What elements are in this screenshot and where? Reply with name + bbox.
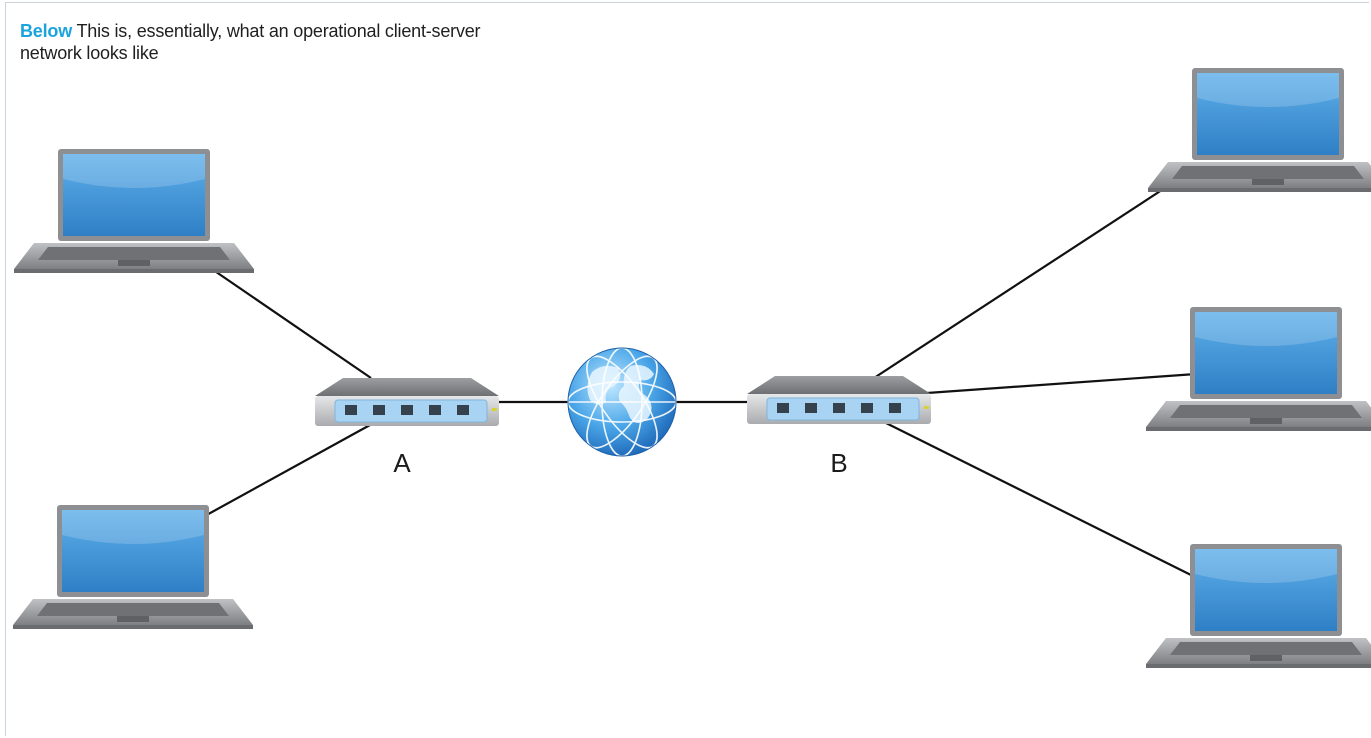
link-laptop1-hubA xyxy=(205,264,372,379)
caption-text: This is, essentially, what an operationa… xyxy=(20,21,481,63)
caption-lead: Below xyxy=(20,21,73,41)
laptop-icon xyxy=(1146,307,1371,431)
hub-b-label: B xyxy=(830,448,847,478)
laptop-icon xyxy=(1146,544,1371,668)
hub-a-label: A xyxy=(393,448,411,478)
network-links xyxy=(182,183,1198,579)
laptop-icon xyxy=(14,149,254,273)
hub-a-icon xyxy=(314,377,500,427)
figure-caption: Below This is, essentially, what an oper… xyxy=(20,20,490,64)
laptop-icon xyxy=(13,505,253,629)
globe-icon xyxy=(567,347,677,457)
link-hubB-laptop3 xyxy=(873,183,1172,379)
figure-frame xyxy=(5,2,1369,736)
link-hubB-laptop5 xyxy=(885,422,1198,579)
hub-b-icon xyxy=(746,375,932,425)
link-laptop2-hubA xyxy=(182,424,371,529)
link-hubB-laptop4 xyxy=(926,372,1197,395)
laptop-icon xyxy=(1148,68,1371,192)
